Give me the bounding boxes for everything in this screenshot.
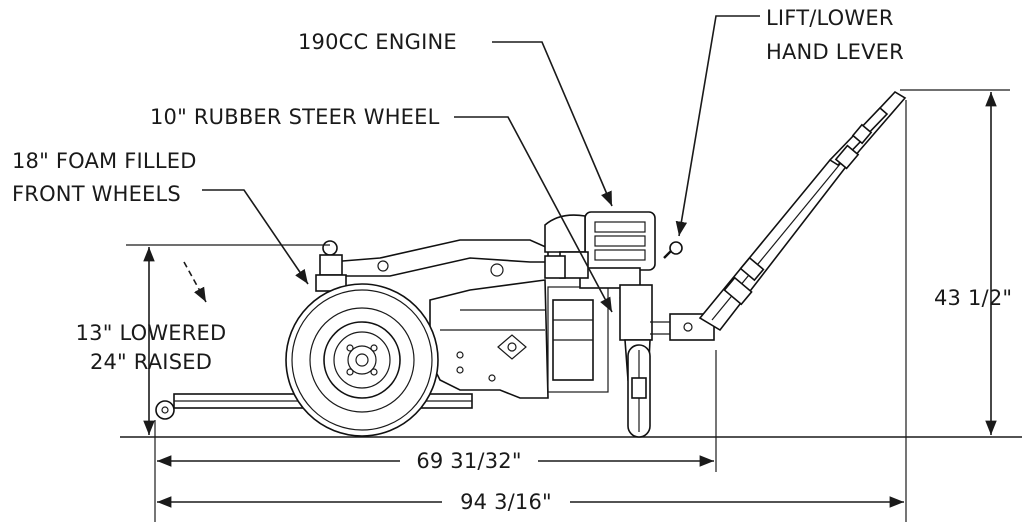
front-wheel-label-line2: FRONT WHEELS [12,182,181,206]
chassis-body [429,279,549,399]
lever-knob [669,241,683,255]
front-wheel [285,283,439,437]
front-wheel-leader [202,189,309,285]
deck-direction-arrow [183,261,207,303]
lever-leader [675,15,760,237]
front-wheel-label-line1: 18" FOAM FILLED [12,149,197,173]
mower-illustration [155,90,907,438]
engine-label: 190CC ENGINE [298,30,457,54]
length-dimension-label: 94 3/16" [460,490,552,514]
handlebar [698,90,907,332]
lever-label-line2: HAND LEVER [766,40,904,64]
steer-wheel [619,284,653,438]
steer-wheel-leader [454,116,613,313]
deck-height-label-line2: 24" RAISED [89,350,213,374]
wheelbase-dimension-label: 69 31/32" [416,449,522,473]
steer-wheel-label: 10" RUBBER STEER WHEEL [150,105,440,129]
hitch-arm [329,239,549,277]
deck-height-label-line1: 13" LOWERED [75,321,227,345]
height-dimension-label: 43 1/2" [934,286,1013,310]
rear-caster-wheel [155,400,175,420]
lever-label-line1: LIFT/LOWER [766,6,894,30]
engine-leader [492,41,613,207]
